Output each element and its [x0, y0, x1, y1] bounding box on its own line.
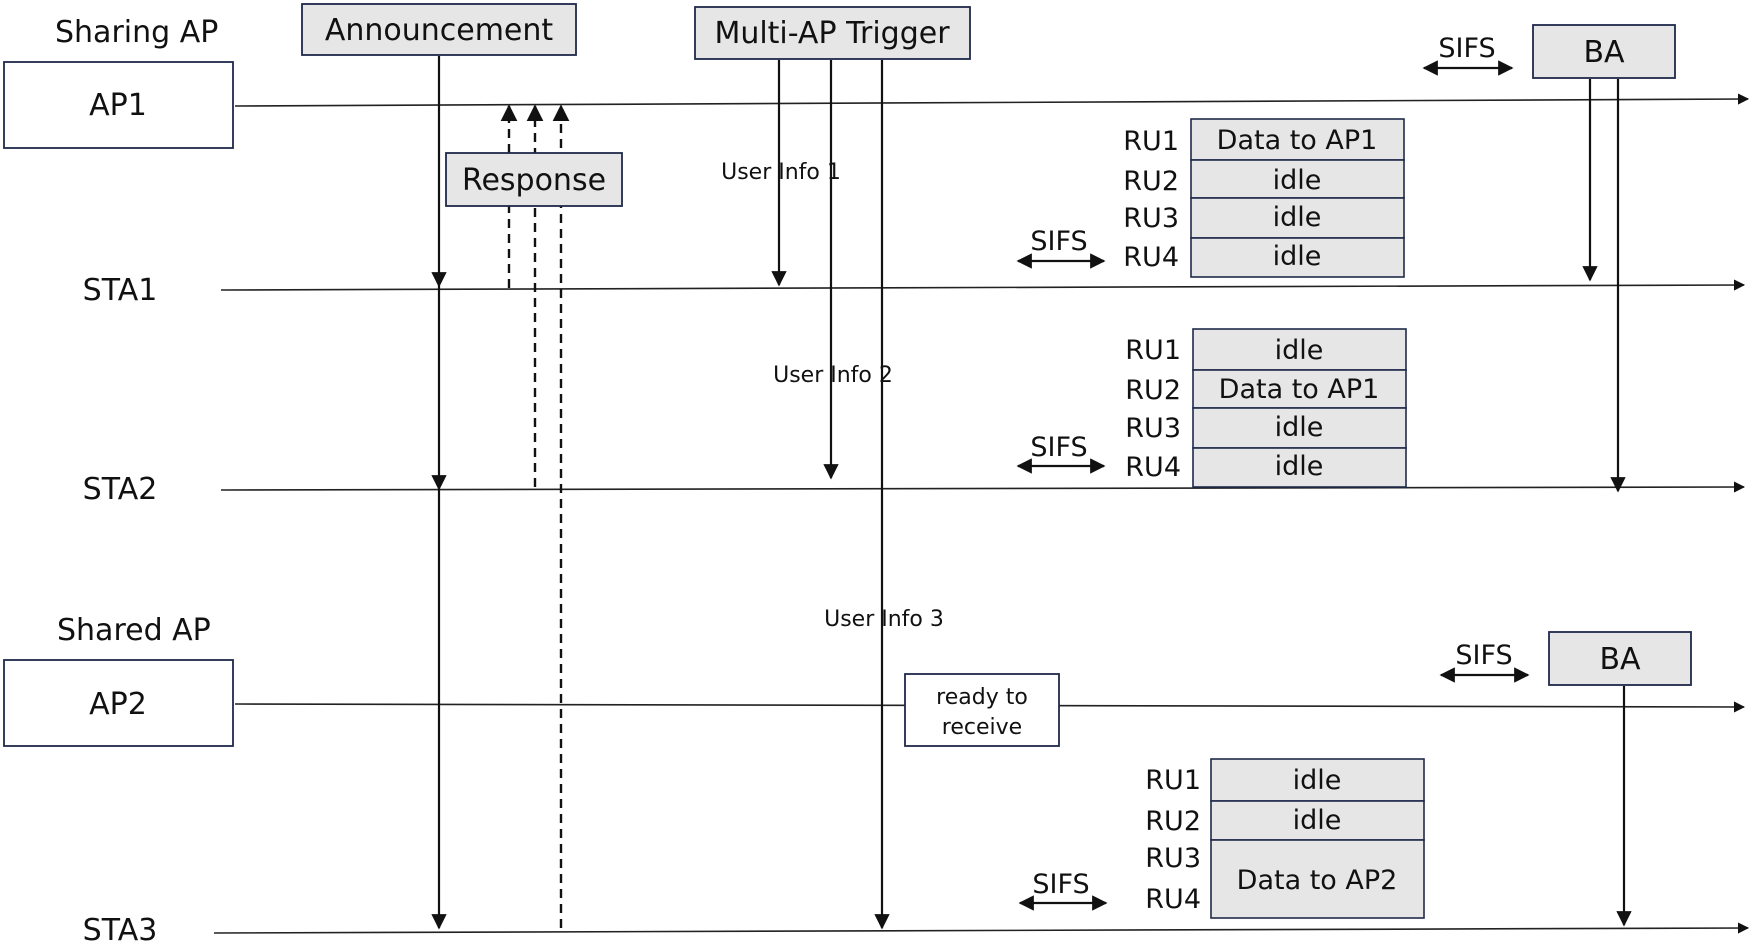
ru-block-sta2: RU1 RU2 RU3 RU4 idle Data to AP1 idle id…: [1125, 328, 1407, 488]
ru1-label: RU1: [1123, 126, 1179, 157]
ru2-label: RU2: [1123, 166, 1179, 197]
ap2-box: [3, 659, 234, 747]
sifs-label-sta1: SIFS: [1030, 226, 1087, 257]
ru1-label: RU1: [1145, 765, 1201, 796]
ru1-label: RU1: [1125, 335, 1181, 366]
ru3-label: RU3: [1125, 413, 1181, 444]
response-frame: [445, 152, 623, 207]
response-label: Response: [462, 163, 606, 198]
ru2-value: Data to AP1: [1219, 374, 1380, 405]
ru4-label: RU4: [1123, 242, 1179, 273]
ru4-value: idle: [1273, 241, 1322, 272]
user-info-2-label: User Info 2: [773, 363, 893, 388]
ru3-ru4-cell: [1210, 839, 1425, 919]
ru-block-sta3: RU1 RU2 RU3 RU4 idle idle Data to AP2: [1145, 758, 1425, 919]
announcement-frame: [301, 3, 577, 56]
ap2-label: AP2: [89, 687, 147, 722]
sta3-timeline: [213, 922, 1750, 934]
ru3-ru4-value: Data to AP2: [1237, 865, 1398, 896]
sifs-label-ap1-ba: SIFS: [1438, 33, 1495, 64]
ap1-label: AP1: [89, 88, 147, 123]
ready-to-receive-line2: receive: [942, 715, 1022, 740]
ru1-value: idle: [1293, 765, 1342, 796]
ru2-label: RU2: [1145, 806, 1201, 837]
group-label-shared-ap: Shared AP: [57, 613, 211, 648]
sifs-label-sta3: SIFS: [1032, 869, 1089, 900]
ru1-value: Data to AP1: [1217, 125, 1378, 156]
ru-block-sta1: RU1 RU2 RU3 RU4 Data to AP1 idle idle id…: [1123, 118, 1405, 278]
ap1-box: [3, 61, 234, 149]
ru3-cell: [1192, 407, 1407, 449]
ru2-cell: [1192, 369, 1407, 409]
ap1-timeline: [234, 93, 1750, 107]
ru4-label: RU4: [1145, 884, 1201, 915]
ru3-value: idle: [1273, 202, 1322, 233]
ru4-label: RU4: [1125, 452, 1181, 483]
ba-frame-ap2: [1548, 631, 1692, 686]
ru2-value: idle: [1293, 805, 1342, 836]
group-label-sharing-ap: Sharing AP: [55, 15, 218, 50]
user-info-3-label: User Info 3: [824, 607, 944, 632]
ru3-label: RU3: [1145, 843, 1201, 874]
ru3-label: RU3: [1123, 203, 1179, 234]
ba-label-ap1: BA: [1583, 35, 1625, 70]
sta1-timeline: [220, 279, 1746, 291]
ba-frame-ap1: [1532, 24, 1676, 79]
sta1-label: STA1: [83, 273, 158, 308]
user-info-1-label: User Info 1: [721, 160, 841, 185]
announcement-label: Announcement: [325, 13, 554, 48]
ru4-cell: [1190, 237, 1405, 278]
sta3-label: STA3: [83, 913, 158, 945]
ru1-value: idle: [1275, 335, 1324, 366]
sifs-label-sta2: SIFS: [1030, 432, 1087, 463]
ready-to-receive-box: [904, 673, 1060, 747]
ru3-value: idle: [1275, 412, 1324, 443]
ru2-value: idle: [1273, 165, 1322, 196]
ready-to-receive-line1: ready to: [936, 685, 1028, 710]
sta2-timeline: [220, 481, 1746, 493]
ru1-cell: [1192, 328, 1407, 371]
ba-label-ap2: BA: [1599, 642, 1641, 677]
multi-ap-trigger-label: Multi-AP Trigger: [714, 16, 950, 51]
ru2-cell: [1190, 159, 1405, 199]
ru2-label: RU2: [1125, 375, 1181, 406]
multi-ap-trigger-frame: [694, 6, 971, 60]
sifs-label-ap2-ba: SIFS: [1455, 640, 1512, 671]
ru4-value: idle: [1275, 451, 1324, 482]
sta2-label: STA2: [83, 472, 158, 507]
ru3-cell: [1190, 197, 1405, 239]
ru4-cell: [1192, 447, 1407, 488]
